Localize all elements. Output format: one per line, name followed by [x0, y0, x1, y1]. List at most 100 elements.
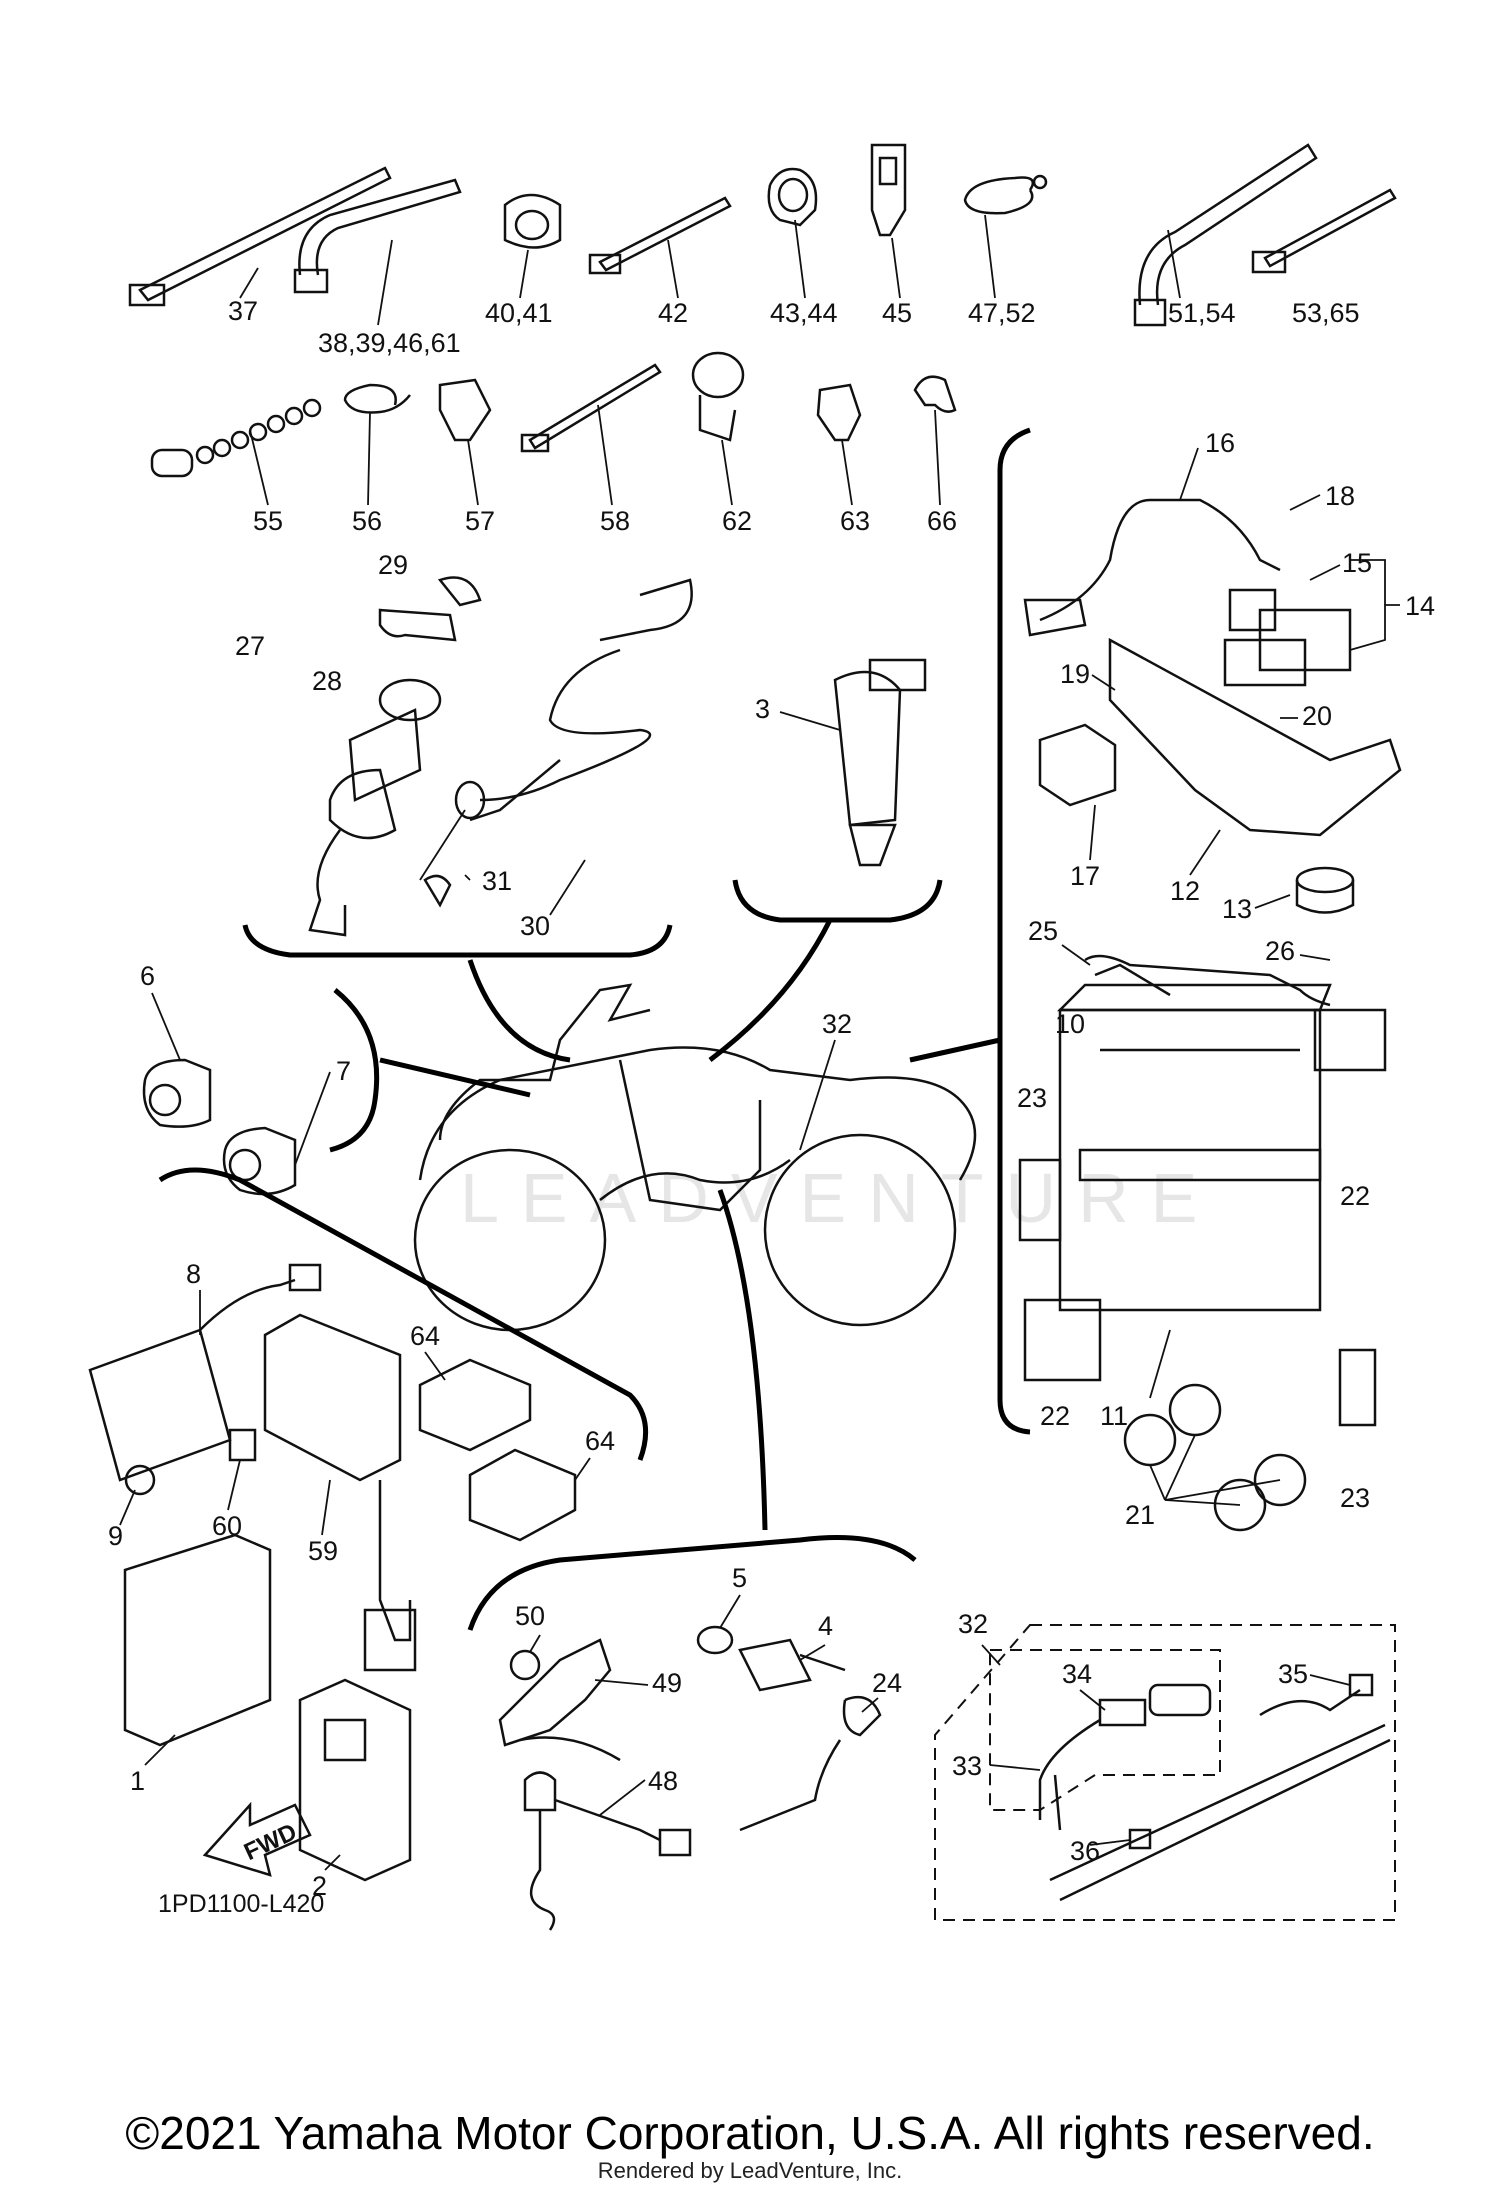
battery-11 [1056, 983, 1332, 1312]
starter-relay-14 [1223, 588, 1352, 687]
group-bracket-ignition-coil [732, 879, 943, 923]
cap-36 [1128, 1828, 1152, 1850]
callout-23a: 23 [1017, 1083, 1047, 1113]
callout-42: 42 [658, 298, 688, 328]
callout-7: 7 [336, 1056, 351, 1086]
bolt-50 [509, 1649, 541, 1681]
callout-9: 9 [108, 1521, 123, 1551]
callout-28: 28 [312, 666, 342, 696]
clamp-62 [691, 351, 745, 442]
ignition-coil-3 [833, 658, 927, 867]
callout-25: 25 [1028, 916, 1058, 946]
callout-4: 4 [818, 1611, 833, 1641]
callout-19: 19 [1060, 659, 1090, 689]
ecu-1 [123, 1533, 272, 1747]
harness-inner-box-33 [989, 1649, 1221, 1811]
atv-outline [413, 983, 977, 1332]
callout-21: 21 [1125, 1500, 1155, 1530]
link-battery-to-atv [909, 1037, 1001, 1063]
group-bracket-switches [329, 988, 380, 1153]
clip-63 [816, 383, 862, 442]
watermark: LEADVENTURE [460, 1159, 1219, 1237]
switch-7 [222, 1126, 297, 1196]
rendered-by-notice: Rendered by LeadVenture, Inc. [597, 2158, 903, 2183]
callout-24: 24 [872, 1668, 902, 1698]
callout-49: 49 [652, 1668, 682, 1698]
callout-56: 56 [352, 506, 382, 536]
callout-62: 62 [722, 506, 752, 536]
cable-tie-58 [520, 363, 662, 453]
callout-53: 53,65 [1292, 298, 1360, 328]
drawing-code: 1PD1100-L420 [158, 1890, 324, 1918]
wire-harness-lead-30 [423, 578, 693, 908]
callout-66: 66 [927, 506, 957, 536]
callout-10: 10 [1055, 1009, 1085, 1039]
callout-27: 27 [235, 631, 265, 661]
clamp-40 [503, 193, 562, 249]
clamp-43 [767, 167, 818, 227]
unit-2 [298, 1678, 412, 1882]
callout-38: 38,39,46,61 [318, 328, 461, 358]
callout-12: 12 [1170, 876, 1200, 906]
callout-32a: 32 [822, 1009, 852, 1039]
callout-50: 50 [515, 1601, 545, 1631]
link-sensors-to-atv [717, 1189, 768, 1531]
callout-30: 30 [520, 911, 550, 941]
callout-48: 48 [648, 1766, 678, 1796]
callout-60: 60 [212, 1511, 242, 1541]
fuse-holder-34 [1038, 1683, 1212, 1831]
group-bracket-battery [997, 427, 1031, 1435]
battery-cable-16 [1023, 498, 1281, 637]
callout-8: 8 [186, 1259, 201, 1289]
washer-5 [696, 1625, 734, 1655]
clip-band-56 [343, 383, 411, 414]
callout-15: 15 [1342, 548, 1372, 578]
callout-17: 17 [1070, 861, 1100, 891]
pads-22-23 [1018, 1008, 1387, 1427]
group-bracket-rectifier [158, 1167, 649, 1461]
bolts-9-60 [124, 1428, 257, 1496]
bead-tie-55 [150, 398, 322, 478]
relay-17 [1038, 723, 1117, 807]
key-29 [378, 576, 482, 642]
connectors-64 [418, 1358, 577, 1542]
battery-box-12 [1108, 637, 1402, 837]
rectifier-regulator-8 [88, 1263, 322, 1482]
callout-26: 26 [1265, 936, 1295, 966]
callout-31: 31 [482, 866, 512, 896]
cdi-unit-59 [263, 1313, 417, 1672]
wire-harness-32 [1049, 1673, 1391, 1902]
callout-58: 58 [600, 506, 630, 536]
callout-55: 55 [253, 506, 283, 536]
callout-1: 1 [130, 1766, 145, 1796]
link-switches-to-atv [379, 1057, 531, 1098]
callout-22b: 22 [1040, 1401, 1070, 1431]
cable-tie-38 [293, 178, 462, 294]
callout-23b: 23 [1340, 1483, 1370, 1513]
neutral-switch-48 [523, 1771, 692, 1931]
clip-45 [870, 143, 907, 237]
callout-63: 63 [840, 506, 870, 536]
callout-3: 3 [755, 694, 770, 724]
damper-13 [1295, 866, 1355, 914]
callout-11: 11 [1100, 1401, 1128, 1431]
callout-64b: 64 [585, 1426, 615, 1456]
plate-49 [498, 1638, 621, 1762]
callout-29: 29 [378, 550, 408, 580]
clamp-66 [913, 375, 957, 413]
main-switch-27 [308, 678, 442, 937]
callout-16: 16 [1205, 428, 1235, 458]
leader-lines [119, 214, 1400, 1871]
clip-band-47 [963, 174, 1048, 215]
callout-5: 5 [732, 1563, 747, 1593]
clip-57 [438, 378, 492, 442]
callout-57: 57 [465, 506, 495, 536]
callout-20: 20 [1302, 701, 1332, 731]
switch-6 [142, 1058, 212, 1128]
callout-36: 36 [1070, 1836, 1100, 1866]
link-coil-to-atv [708, 918, 833, 1062]
cable-tie-53 [1251, 188, 1397, 274]
callout-2: 2 [312, 1871, 327, 1901]
callout-37: 37 [228, 296, 258, 326]
callout-13: 13 [1222, 894, 1252, 924]
